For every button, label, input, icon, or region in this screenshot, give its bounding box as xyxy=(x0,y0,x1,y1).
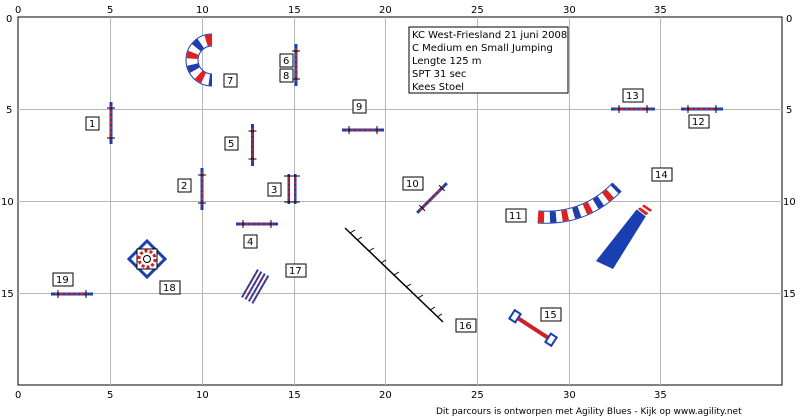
svg-text:5: 5 xyxy=(228,139,234,150)
svg-text:6: 6 xyxy=(283,56,289,67)
tick-label: 10 xyxy=(1,197,14,208)
svg-text:9: 9 xyxy=(356,102,362,113)
obstacle-5-jump xyxy=(248,124,257,166)
label-19: 19 xyxy=(52,272,74,287)
obstacle-13-jump xyxy=(611,105,655,113)
tick-label: 15 xyxy=(288,5,301,16)
obstacle-7-tunnel xyxy=(185,33,213,87)
label-14: 14 xyxy=(651,167,673,182)
obstacle-9-jump xyxy=(342,126,384,134)
tick-label: 0 xyxy=(786,14,792,25)
obstacle-3-oxer xyxy=(284,174,300,204)
label-18: 18 xyxy=(159,280,181,295)
label-9: 9 xyxy=(352,99,367,114)
number-labels: 1 2 3 4 5 6 7 8 9 10 11 12 13 14 15 16 1… xyxy=(52,53,710,333)
event-title: KC West-Friesland 21 juni 2008 xyxy=(412,30,567,41)
svg-text:15: 15 xyxy=(544,310,557,321)
footer-credit: Dit parcours is ontworpen met Agility Bl… xyxy=(436,407,742,417)
label-17: 17 xyxy=(285,263,307,278)
obstacle-2-jump xyxy=(198,168,206,210)
tick-label: 35 xyxy=(654,5,667,16)
class-name: C Medium en Small Jumping xyxy=(412,43,553,54)
svg-text:19: 19 xyxy=(56,275,69,286)
svg-text:1: 1 xyxy=(89,119,95,130)
tick-label: 5 xyxy=(107,5,113,16)
svg-text:11: 11 xyxy=(509,211,522,222)
tick-label: 20 xyxy=(379,5,392,16)
standard-time: SPT 31 sec xyxy=(412,69,466,80)
label-2: 2 xyxy=(177,178,192,193)
label-10: 10 xyxy=(402,176,424,191)
tick-label: 25 xyxy=(471,390,484,401)
course-info-box: KC West-Friesland 21 juni 2008 C Medium … xyxy=(408,26,569,94)
svg-text:7: 7 xyxy=(227,76,233,87)
tick-label: 15 xyxy=(288,390,301,401)
tick-label: 25 xyxy=(471,5,484,16)
obstacle-12-jump xyxy=(681,105,723,113)
tick-label: 10 xyxy=(783,197,796,208)
label-1: 1 xyxy=(85,116,100,131)
tick-label: 0 xyxy=(6,14,12,25)
tick-label: 5 xyxy=(6,105,12,116)
label-15: 15 xyxy=(540,307,562,322)
tick-label: 10 xyxy=(196,5,209,16)
obstacle-11-tunnel xyxy=(537,182,622,224)
obstacle-19-jump xyxy=(51,290,93,298)
label-7: 7 xyxy=(223,73,238,88)
svg-text:12: 12 xyxy=(692,117,705,128)
label-11: 11 xyxy=(505,208,527,223)
label-8: 8 xyxy=(279,68,294,83)
label-16: 16 xyxy=(455,318,477,333)
obstacle-17-spread xyxy=(241,269,270,304)
obstacle-4-jump xyxy=(236,220,278,228)
obstacle-15-jump xyxy=(507,308,559,348)
obstacle-10-jump xyxy=(416,182,448,214)
tick-label: 30 xyxy=(563,390,576,401)
tick-label: 15 xyxy=(783,289,796,300)
svg-text:8: 8 xyxy=(283,71,289,82)
right-axis: 0 5 10 15 xyxy=(783,14,796,300)
label-12: 12 xyxy=(688,114,710,129)
field-grid xyxy=(17,16,783,386)
obstacle-1-jump xyxy=(107,102,115,144)
svg-text:2: 2 xyxy=(181,181,187,192)
svg-text:4: 4 xyxy=(247,237,253,248)
tick-label: 0 xyxy=(15,5,21,16)
svg-text:10: 10 xyxy=(406,179,419,190)
tick-label: 5 xyxy=(786,105,792,116)
tick-label: 5 xyxy=(107,390,113,401)
tick-label: 35 xyxy=(654,390,667,401)
svg-text:3: 3 xyxy=(271,185,277,196)
svg-text:18: 18 xyxy=(163,283,176,294)
tick-label: 20 xyxy=(379,390,392,401)
tick-label: 30 xyxy=(563,5,576,16)
obstacle-16-dogwalk xyxy=(344,227,444,323)
svg-text:17: 17 xyxy=(289,266,302,277)
label-13: 13 xyxy=(622,88,644,103)
label-3: 3 xyxy=(267,182,282,197)
obstacle-14-chute xyxy=(596,203,654,269)
obstacle-18-tire xyxy=(126,238,168,280)
tick-label: 0 xyxy=(15,390,21,401)
label-6: 6 xyxy=(279,53,294,68)
tick-label: 15 xyxy=(1,289,14,300)
bottom-axis: 0 5 10 15 20 25 30 35 xyxy=(15,390,667,401)
svg-text:13: 13 xyxy=(626,91,639,102)
course-length: Lengte 125 m xyxy=(412,56,482,67)
label-4: 4 xyxy=(243,234,258,249)
svg-text:16: 16 xyxy=(459,321,472,332)
svg-text:14: 14 xyxy=(655,170,668,181)
tick-label: 10 xyxy=(196,390,209,401)
label-5: 5 xyxy=(224,136,239,151)
top-axis: 0 5 10 15 20 25 30 35 xyxy=(15,5,667,16)
judge-name: Kees Stoel xyxy=(412,82,464,93)
left-axis: 0 5 10 15 xyxy=(1,14,14,300)
